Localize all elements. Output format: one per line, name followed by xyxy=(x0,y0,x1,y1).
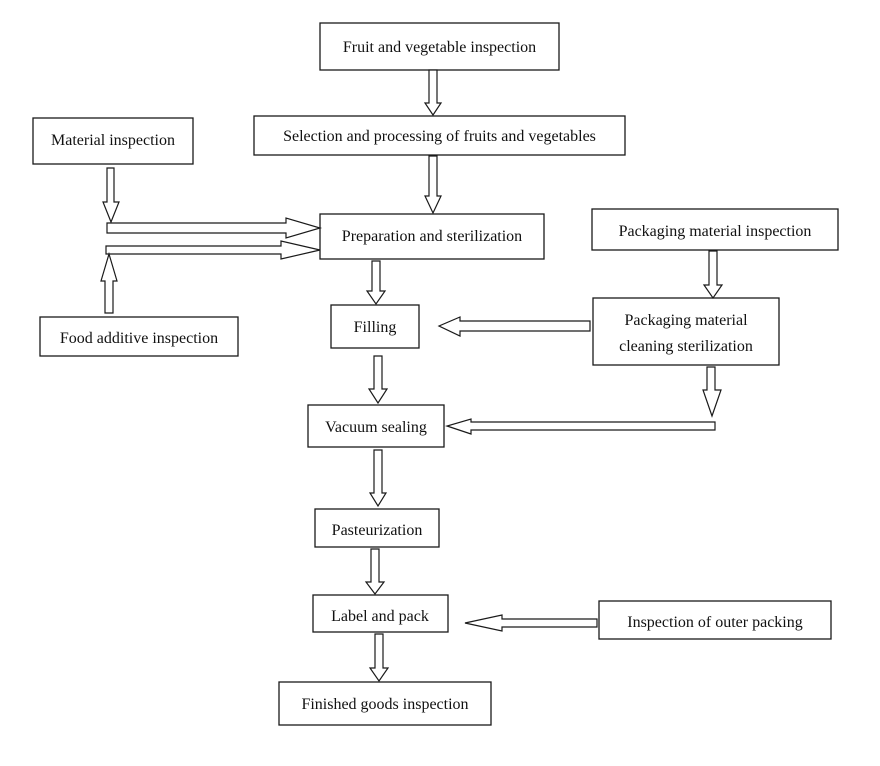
node-fruit-veg-inspection: Fruit and vegetable inspection xyxy=(319,22,560,71)
arrow-additive-up xyxy=(100,251,118,314)
node-label: Selection and processing of fruits and v… xyxy=(283,128,596,145)
node-label: Material inspection xyxy=(51,132,175,149)
arrow-cleaning-to-filling xyxy=(437,316,591,337)
arrow-pasteurization-to-label xyxy=(364,548,386,595)
arrow-filling-to-vacuum xyxy=(367,355,389,405)
node-label: Inspection of outer packing xyxy=(627,614,803,631)
arrow-material-down xyxy=(102,167,120,224)
arrow-cleaning-to-vacuum xyxy=(444,418,716,435)
arrow-outer-packing-to-label xyxy=(464,614,598,632)
node-label: Food additive inspection xyxy=(60,330,218,347)
arrow-material-to-preparation xyxy=(106,217,323,239)
node-label: Packaging material inspection xyxy=(619,223,812,240)
node-packaging-material-inspection: Packaging material inspection xyxy=(591,208,839,251)
node-preparation-sterilization: Preparation and sterilization xyxy=(319,213,545,260)
node-label-line-2: cleaning sterilization xyxy=(619,338,753,355)
arrow-fruit-to-selection xyxy=(423,69,443,117)
node-label: Preparation and sterilization xyxy=(342,228,522,245)
arrow-vacuum-to-pasteurization xyxy=(368,449,388,508)
arrow-label-to-finished xyxy=(368,633,390,683)
node-finished-goods-inspection: Finished goods inspection xyxy=(278,681,492,726)
node-label: Filling xyxy=(354,319,397,336)
node-label: Finished goods inspection xyxy=(301,696,468,713)
arrow-selection-to-preparation xyxy=(424,155,442,215)
arrow-cleaning-down xyxy=(702,366,722,418)
node-label: Pasteurization xyxy=(332,522,423,539)
node-pasteurization: Pasteurization xyxy=(314,508,440,548)
node-food-additive-inspection: Food additive inspection xyxy=(39,316,239,357)
node-label: Vacuum sealing xyxy=(325,419,427,436)
node-selection-processing: Selection and processing of fruits and v… xyxy=(253,115,626,156)
arrow-additive-to-preparation xyxy=(105,240,321,260)
node-label: Label and pack xyxy=(331,608,429,625)
node-material-inspection: Material inspection xyxy=(32,117,194,165)
arrow-pkg-inspection-to-cleaning xyxy=(702,250,724,300)
node-label: Fruit and vegetable inspection xyxy=(343,39,536,56)
node-label-and-pack: Label and pack xyxy=(312,594,449,633)
node-filling: Filling xyxy=(330,304,420,349)
node-label-line-1: Packaging material xyxy=(624,312,748,329)
node-vacuum-sealing: Vacuum sealing xyxy=(307,404,445,448)
node-inspection-outer-packing: Inspection of outer packing xyxy=(598,600,832,640)
arrow-preparation-to-filling xyxy=(365,260,387,306)
node-packaging-cleaning-sterilization: Packaging material cleaning sterilizatio… xyxy=(592,297,780,366)
